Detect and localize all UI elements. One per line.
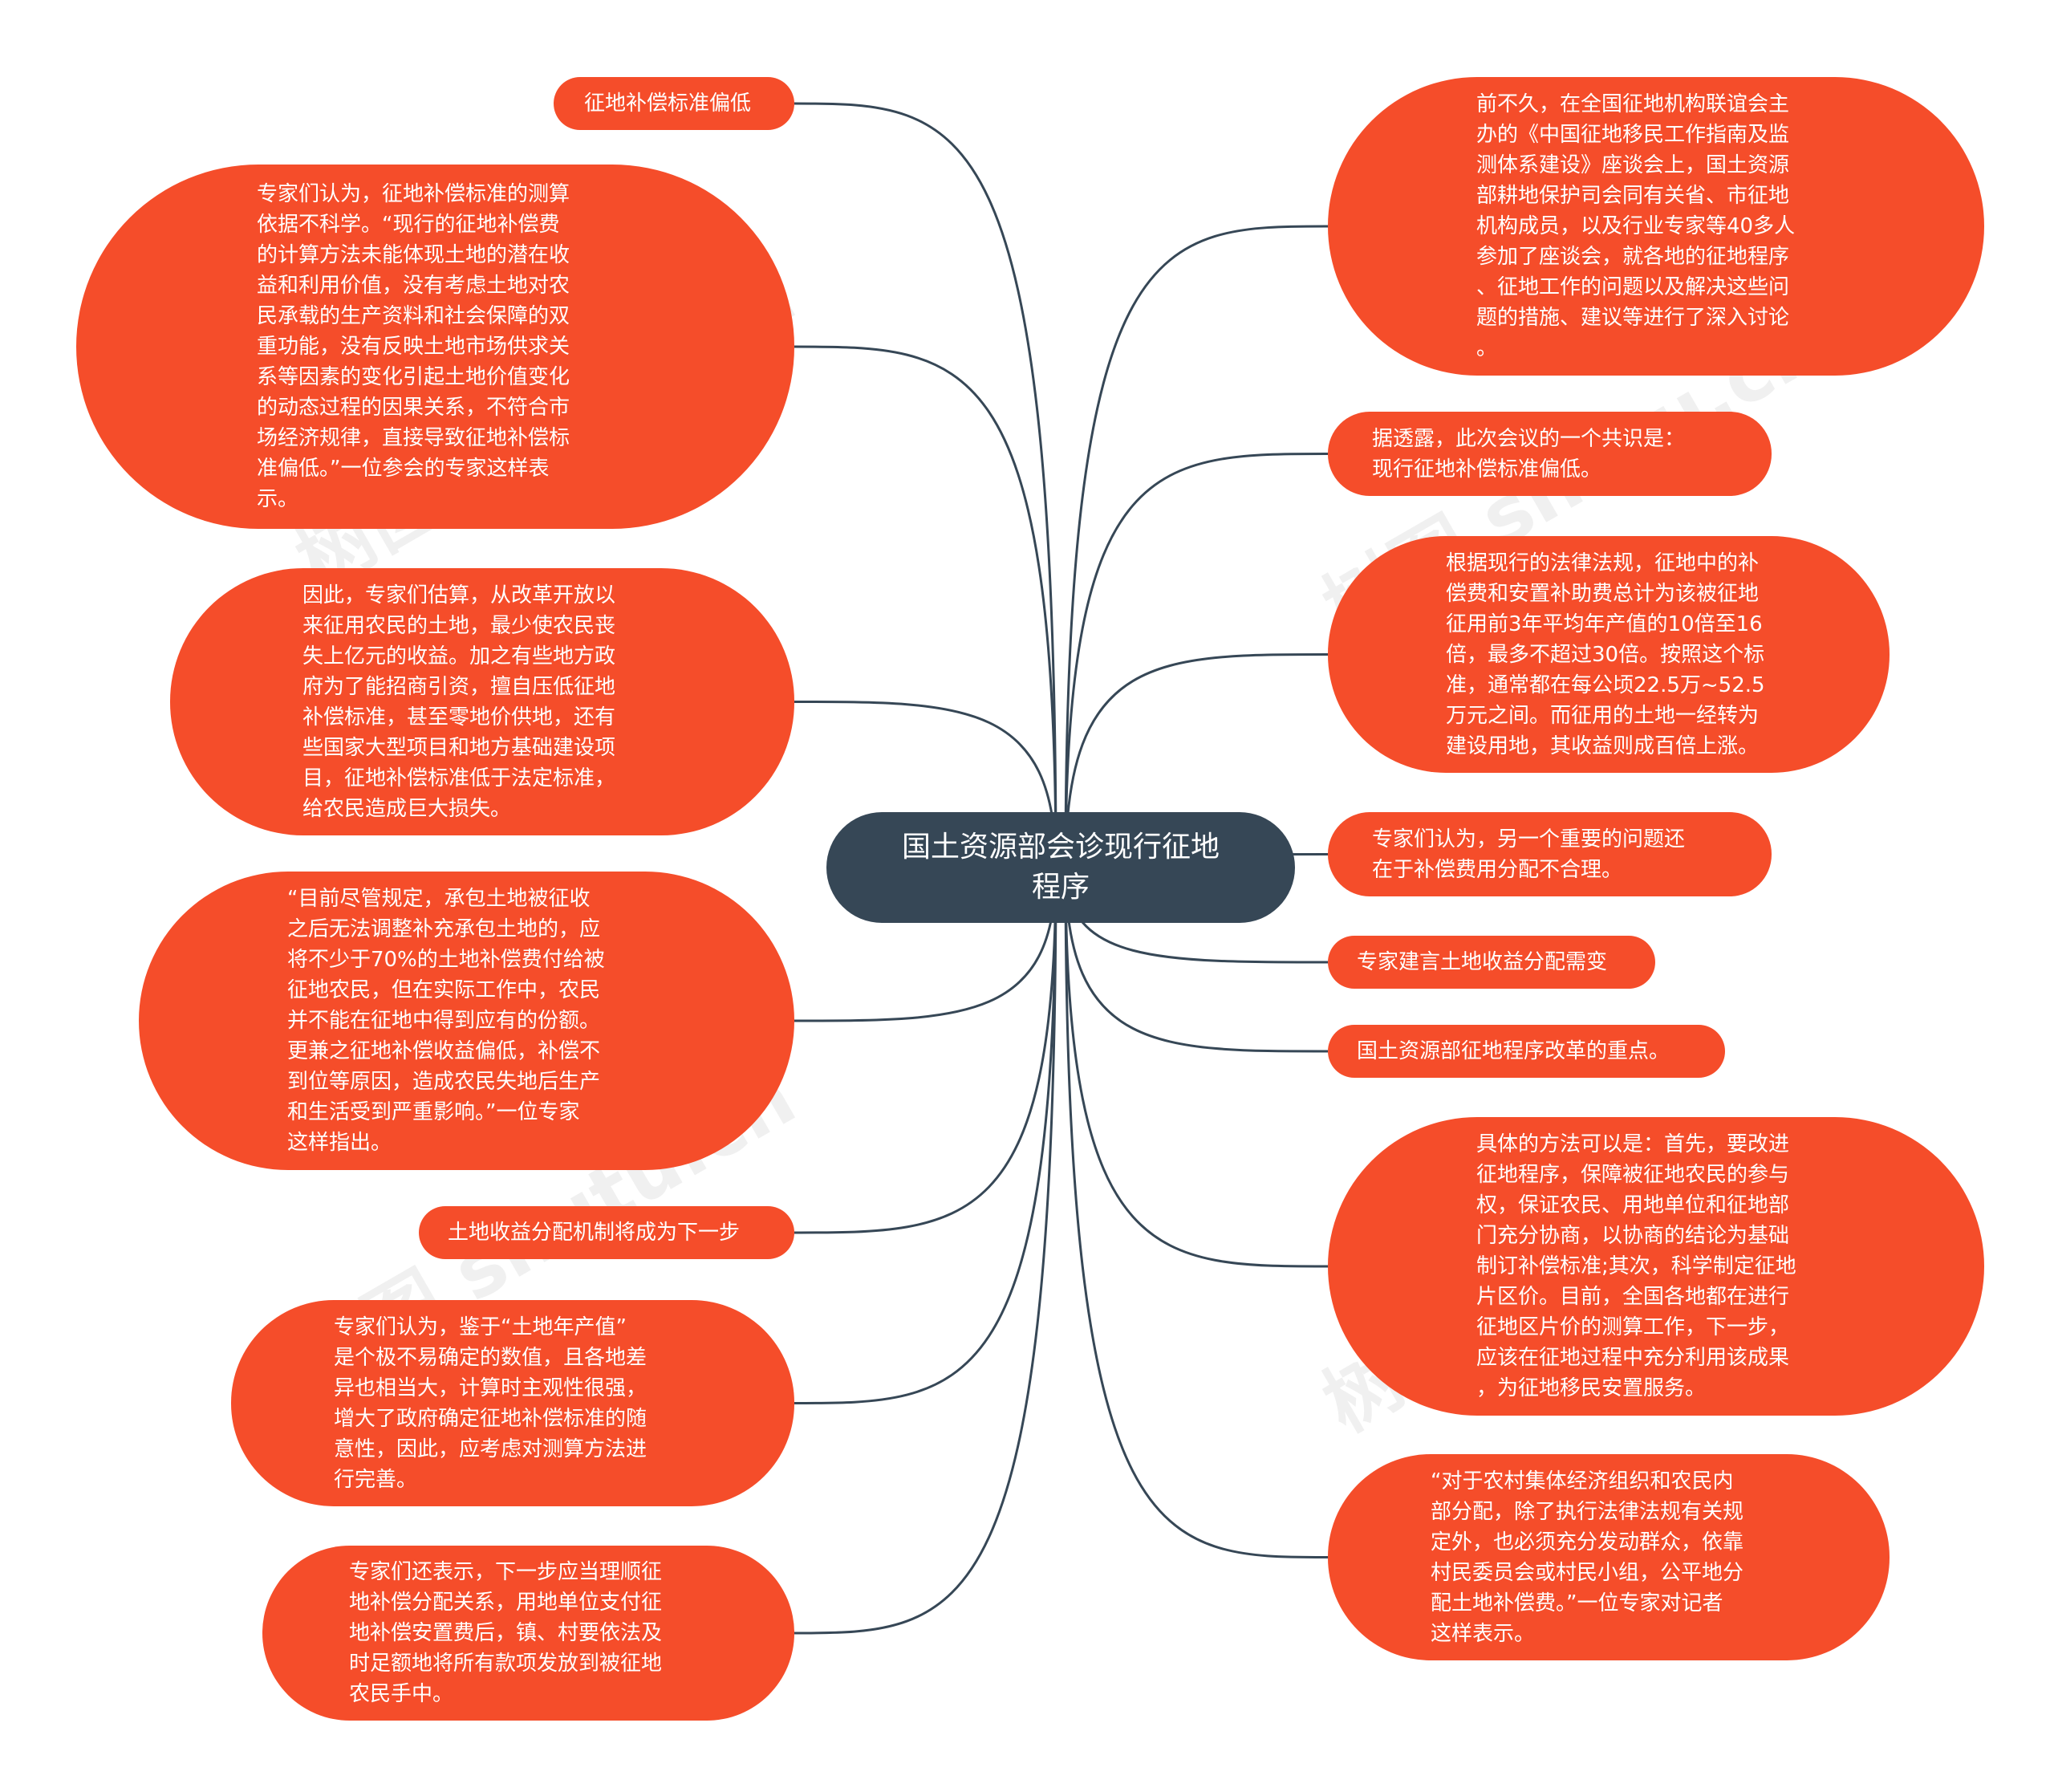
connector-line — [1064, 867, 1329, 1053]
connector-line — [1064, 225, 1329, 868]
topic-node[interactable]: 专家们认为，另一个重要的问题还 在于补偿费用分配不合理。 — [1328, 812, 1772, 896]
topic-node[interactable]: 专家们认为，鉴于“土地年产值” 是个极不易确定的数值，且各地差 异也相当大，计算… — [231, 1300, 794, 1506]
topic-node[interactable]: 征地补偿标准偏低 — [554, 77, 794, 130]
topic-node[interactable]: 国土资源部征地程序改革的重点。 — [1328, 1025, 1725, 1078]
topic-node[interactable]: 土地收益分配机制将成为下一步 — [419, 1206, 794, 1259]
topic-label: “目前尽管规定，承包土地被征收 之后无法调整补充承包土地的，应 将不少于70%的… — [287, 887, 605, 1155]
topic-label: 因此，专家们估算，从改革开放以 来征用农民的土地，最少使农民丧 失上亿元的收益。… — [302, 583, 616, 821]
topic-label: 据透露，此次会议的一个共识是： 现行征地补偿标准偏低。 — [1372, 426, 1686, 482]
connector-line — [1064, 653, 1329, 868]
connector-line — [794, 701, 1057, 868]
topic-label: 专家建言土地收益分配需变 — [1357, 950, 1608, 974]
topic-node[interactable]: 具体的方法可以是：首先，要改进 征地程序，保障被征地农民的参与 权，保证农民、用… — [1328, 1117, 1984, 1416]
topic-node[interactable]: “目前尽管规定，承包土地被征收 之后无法调整补充承包土地的，应 将不少于70%的… — [139, 872, 794, 1170]
root-topic-label: 国土资源部会诊现行征地 程序 — [901, 831, 1220, 904]
connector-line — [794, 867, 1057, 1234]
connector-line — [794, 867, 1057, 1635]
connector-line — [794, 102, 1057, 868]
topic-node[interactable]: 据透露，此次会议的一个共识是： 现行征地补偿标准偏低。 — [1328, 412, 1772, 496]
connector-line — [1064, 867, 1329, 1558]
topic-node[interactable]: 因此，专家们估算，从改革开放以 来征用农民的土地，最少使农民丧 失上亿元的收益。… — [170, 568, 794, 835]
connector-line — [1064, 453, 1329, 868]
connector-line — [1064, 867, 1329, 1268]
topic-node[interactable]: 专家们认为，征地补偿标准的测算 依据不科学。“现行的征地补偿费 的计算方法未能体… — [76, 165, 794, 529]
connector-line — [794, 867, 1057, 1404]
topic-node[interactable]: 专家建言土地收益分配需变 — [1328, 936, 1655, 989]
topic-label: 土地收益分配机制将成为下一步 — [448, 1221, 741, 1245]
topic-node[interactable]: “对于农村集体经济组织和农民内 部分配，除了执行法律法规有关规 定外，也必须充分… — [1328, 1454, 1890, 1660]
root-topic[interactable]: 国土资源部会诊现行征地 程序 — [826, 812, 1295, 923]
topic-label: 前不久，在全国征地机构联谊会主 办的《中国征地移民工作指南及监 测体系建设》座谈… — [1476, 92, 1796, 360]
connector-line — [794, 345, 1057, 868]
topic-label: 征地补偿标准偏低 — [584, 91, 752, 116]
topic-node[interactable]: 前不久，在全国征地机构联谊会主 办的《中国征地移民工作指南及监 测体系建设》座谈… — [1328, 77, 1984, 376]
topic-label: 专家们认为，鉴于“土地年产值” 是个极不易确定的数值，且各地差 异也相当大，计算… — [334, 1315, 647, 1492]
topic-label: 专家们还表示，下一步应当理顺征 地补偿分配关系，用地单位支付征 地补偿安置费后，… — [349, 1560, 663, 1706]
topic-label: 根据现行的法律法规，征地中的补 偿费和安置补助费总计为该被征地 征用前3年平均年… — [1446, 551, 1765, 758]
topic-label: “对于农村集体经济组织和农民内 部分配，除了执行法律法规有关规 定外，也必须充分… — [1431, 1469, 1744, 1646]
topic-label: 专家们认为，另一个重要的问题还 在于补偿费用分配不合理。 — [1372, 827, 1686, 882]
topic-node[interactable]: 根据现行的法律法规，征地中的补 偿费和安置补助费总计为该被征地 征用前3年平均年… — [1328, 536, 1890, 773]
topic-label: 国土资源部征地程序改革的重点。 — [1357, 1039, 1670, 1063]
topic-label: 专家们认为，征地补偿标准的测算 依据不科学。“现行的征地补偿费 的计算方法未能体… — [257, 182, 570, 511]
topic-label: 具体的方法可以是：首先，要改进 征地程序，保障被征地农民的参与 权，保证农民、用… — [1476, 1132, 1796, 1400]
topic-node[interactable]: 专家们还表示，下一步应当理顺征 地补偿分配关系，用地单位支付征 地补偿安置费后，… — [262, 1546, 794, 1721]
